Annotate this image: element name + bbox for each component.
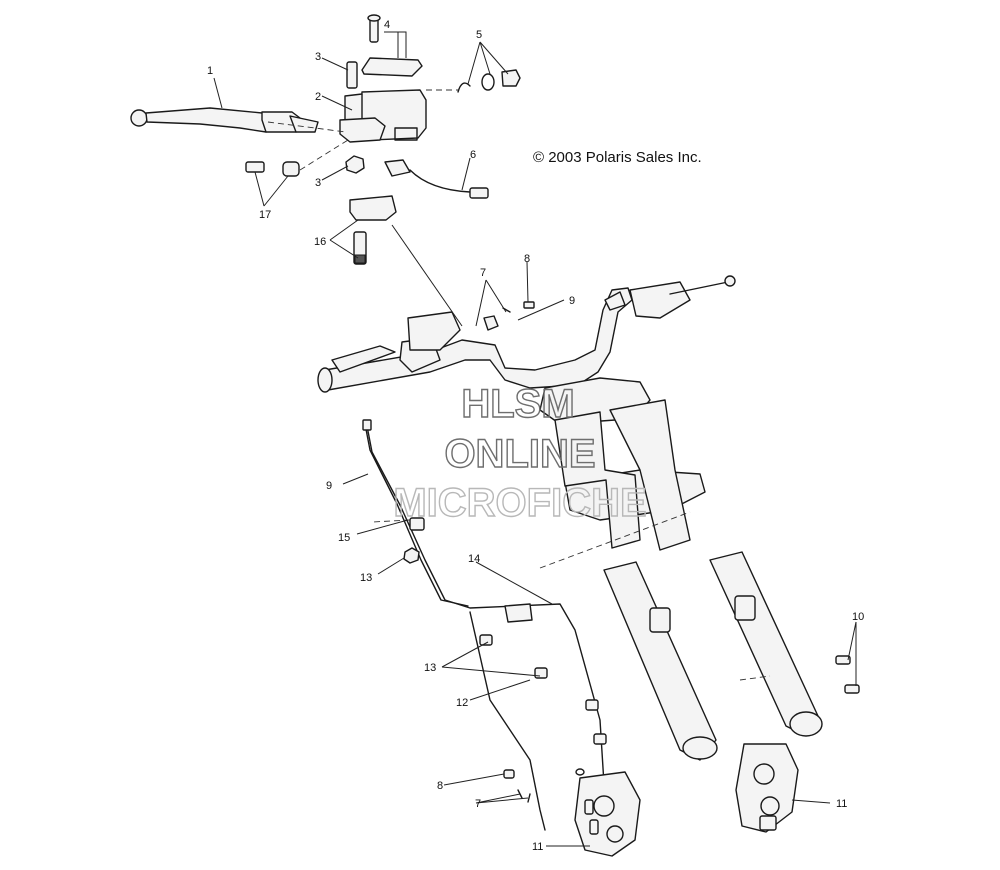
copyright-notice: © 2003 Polaris Sales Inc. (533, 149, 702, 166)
spring-icon (346, 61, 358, 89)
callout-2: 2 (315, 91, 321, 103)
callout-7-top: 7 (480, 267, 486, 279)
callout-13-top: 13 (360, 572, 372, 584)
callout-11-right: 11 (836, 798, 847, 810)
watermark-line1: HLSM (461, 382, 574, 426)
watermark-line3: MICROFICHE (393, 481, 646, 525)
callout-1: 1 (207, 65, 213, 77)
master-cylinder-icon (130, 14, 521, 265)
callout-labels: 1 2 3 3 4 5 6 7 7 8 8 9 9 10 11 11 12 13… (207, 19, 864, 853)
callout-10: 10 (852, 611, 864, 623)
callout-3-spring: 3 (315, 51, 321, 63)
callout-17: 17 (259, 209, 271, 221)
pivot-bolt-icon (245, 161, 300, 177)
callout-3-nut: 3 (315, 177, 321, 189)
clip-ring-icon (457, 69, 521, 93)
callout-15: 15 (338, 532, 350, 544)
callout-6: 6 (470, 149, 476, 161)
brake-lever-icon (130, 107, 319, 133)
callout-11-left: 11 (532, 841, 543, 853)
callout-7-bottom: 7 (475, 798, 481, 810)
front-fork-icon (539, 377, 823, 761)
right-caliper-icon (735, 743, 799, 833)
callout-8-top: 8 (524, 253, 530, 265)
callout-14: 14 (468, 553, 480, 565)
handlebar-icon (317, 275, 736, 393)
callout-4: 4 (384, 19, 390, 31)
clamp-icon (349, 195, 397, 265)
brake-switch-icon (384, 159, 489, 199)
callout-16: 16 (314, 236, 326, 248)
callout-9-top: 9 (569, 295, 575, 307)
master-cylinder-body-icon (339, 89, 427, 143)
callout-13-mid: 13 (424, 662, 436, 674)
callout-8-bottom: 8 (437, 780, 443, 792)
left-caliper-icon (574, 771, 641, 857)
brake-line-icon (362, 419, 613, 831)
callout-9-line: 9 (326, 480, 332, 492)
reservoir-cap-icon (361, 14, 423, 77)
nut-icon (345, 155, 365, 174)
leader-lines (213, 31, 857, 847)
watermark-line2: ONLINE (444, 432, 595, 476)
callout-5: 5 (476, 29, 482, 41)
watermark: HLSM ONLINE MICROFICHE (393, 381, 648, 525)
callout-12: 12 (456, 697, 468, 709)
